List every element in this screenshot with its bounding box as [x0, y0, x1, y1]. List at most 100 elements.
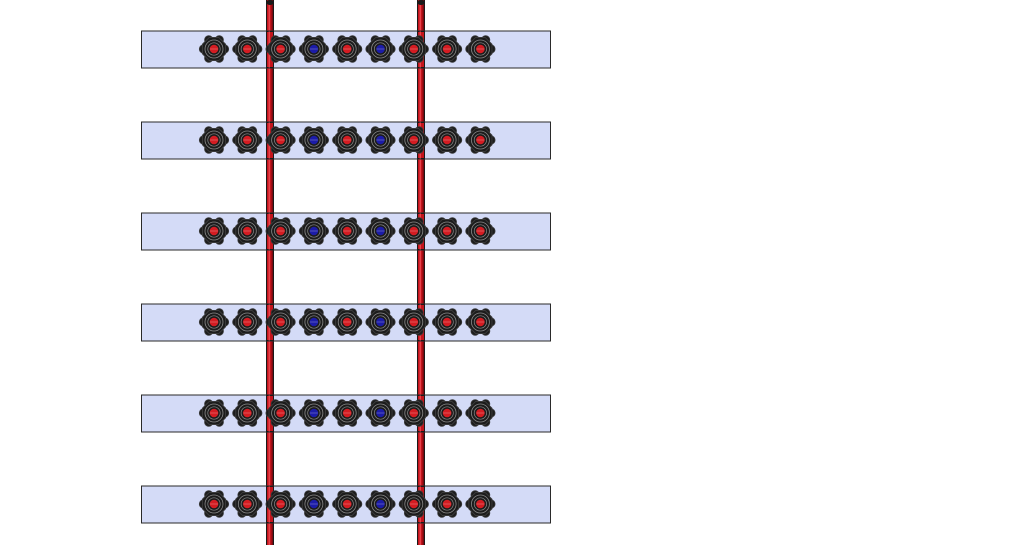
- valve-knob[interactable]: [298, 308, 329, 336]
- valve-knob[interactable]: [332, 308, 363, 336]
- valve-knob[interactable]: [265, 308, 296, 336]
- knob-center-red: [209, 317, 219, 327]
- knob-ring: [237, 312, 257, 332]
- valve-knob[interactable]: [465, 217, 496, 245]
- knob-center-red: [442, 499, 452, 509]
- knob-center-blue: [309, 135, 319, 145]
- knob-center-red: [342, 408, 352, 418]
- knob-ring: [337, 403, 357, 423]
- knob-ring: [271, 39, 291, 59]
- valve-knob[interactable]: [398, 35, 429, 63]
- knob-ring: [204, 403, 224, 423]
- valve-knob[interactable]: [232, 308, 263, 336]
- valve-knob[interactable]: [332, 399, 363, 427]
- valve-knob[interactable]: [198, 126, 230, 154]
- knob-ring: [470, 39, 490, 59]
- rod-shadow: [271, 0, 273, 545]
- valve-knob[interactable]: [265, 126, 296, 154]
- valve-knob[interactable]: [465, 35, 496, 63]
- valve-knob[interactable]: [298, 399, 329, 427]
- valve-knob[interactable]: [198, 399, 230, 427]
- knob-center-blue: [376, 226, 385, 236]
- valve-knob[interactable]: [465, 308, 496, 336]
- valve-knob[interactable]: [365, 217, 396, 245]
- valve-knob[interactable]: [198, 217, 230, 245]
- valve-knob[interactable]: [232, 35, 263, 63]
- knob-ring: [237, 403, 257, 423]
- knob-ring: [337, 494, 357, 514]
- knob-ring: [337, 312, 357, 332]
- knob-center-red: [276, 317, 285, 327]
- valve-knob[interactable]: [398, 399, 429, 427]
- valve-knob[interactable]: [198, 490, 230, 518]
- valve-knob[interactable]: [431, 490, 463, 518]
- valve-knob[interactable]: [365, 490, 396, 518]
- valve-knob[interactable]: [265, 399, 296, 427]
- valve-knob[interactable]: [198, 35, 230, 63]
- valve-knob[interactable]: [298, 217, 329, 245]
- knob-center-red: [209, 44, 219, 54]
- valve-knob[interactable]: [265, 490, 296, 518]
- knob-ring: [437, 39, 457, 59]
- valve-knob[interactable]: [398, 217, 429, 245]
- knob-center-red: [243, 408, 252, 418]
- valve-knob[interactable]: [465, 126, 496, 154]
- valve-knob[interactable]: [265, 217, 296, 245]
- knob-ring: [404, 130, 424, 150]
- rod-left: [266, 0, 274, 545]
- knob-ring: [404, 494, 424, 514]
- knob-ring: [470, 130, 490, 150]
- knob-center-red: [209, 135, 219, 145]
- valve-knob[interactable]: [431, 308, 463, 336]
- valve-knob[interactable]: [265, 35, 296, 63]
- manifold-row-6: [141, 485, 551, 524]
- knob-center-red: [409, 408, 419, 418]
- valve-knob[interactable]: [398, 126, 429, 154]
- knob-center-blue: [309, 317, 319, 327]
- valve-knob[interactable]: [198, 308, 230, 336]
- valve-knob[interactable]: [365, 126, 396, 154]
- valve-knob[interactable]: [365, 35, 396, 63]
- valve-knob[interactable]: [332, 126, 363, 154]
- valve-knob[interactable]: [298, 126, 329, 154]
- valve-knob[interactable]: [232, 126, 263, 154]
- knob-center-blue: [376, 408, 385, 418]
- knob-ring: [304, 130, 324, 150]
- knob-center-red: [342, 499, 352, 509]
- knob-ring: [237, 130, 257, 150]
- valve-knob[interactable]: [431, 126, 463, 154]
- valve-knob[interactable]: [232, 399, 263, 427]
- knob-center-red: [442, 226, 452, 236]
- knob-center-red: [243, 226, 252, 236]
- knob-center-red: [209, 226, 219, 236]
- valve-knob[interactable]: [332, 217, 363, 245]
- manifold-row-3: [141, 212, 551, 251]
- valve-knob[interactable]: [398, 308, 429, 336]
- knob-ring: [404, 39, 424, 59]
- valve-knob[interactable]: [298, 35, 329, 63]
- knob-ring: [470, 494, 490, 514]
- knob-center-red: [442, 135, 452, 145]
- knob-ring: [271, 221, 291, 241]
- knob-center-blue: [309, 44, 319, 54]
- valve-knob[interactable]: [332, 490, 363, 518]
- valve-knob[interactable]: [465, 490, 496, 518]
- valve-knob[interactable]: [465, 399, 496, 427]
- knob-ring: [437, 494, 457, 514]
- knob-ring: [304, 494, 324, 514]
- knob-center-blue: [309, 408, 319, 418]
- valve-knob[interactable]: [431, 399, 463, 427]
- knob-ring: [204, 494, 224, 514]
- valve-knob[interactable]: [332, 35, 363, 63]
- valve-knob[interactable]: [365, 308, 396, 336]
- knob-ring: [304, 221, 324, 241]
- valve-knob[interactable]: [398, 490, 429, 518]
- knob-ring: [371, 221, 390, 241]
- valve-knob[interactable]: [232, 217, 263, 245]
- valve-knob[interactable]: [298, 490, 329, 518]
- valve-knob[interactable]: [431, 35, 463, 63]
- valve-knob[interactable]: [431, 217, 463, 245]
- valve-knob[interactable]: [365, 399, 396, 427]
- valve-knob[interactable]: [232, 490, 263, 518]
